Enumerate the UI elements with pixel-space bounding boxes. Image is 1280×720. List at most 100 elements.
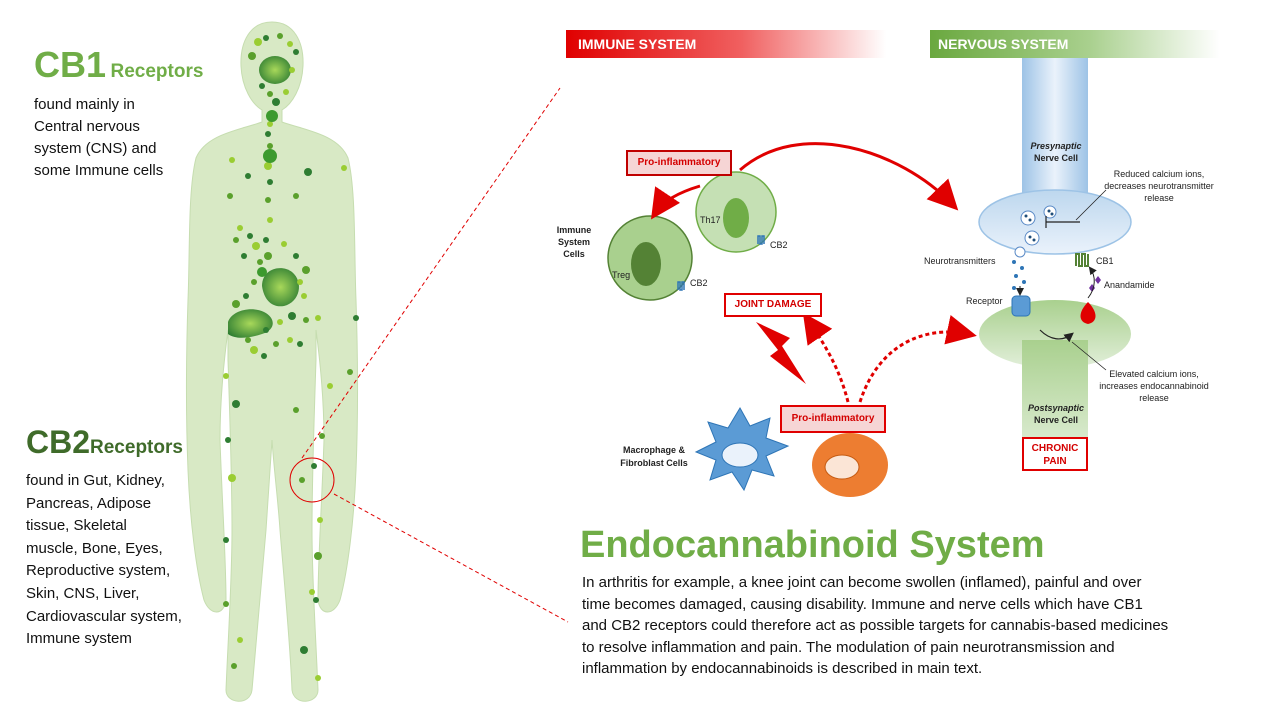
receptor-dot [265,131,271,137]
receptor-dot [247,233,253,239]
vesicles [1020,205,1057,246]
immune-cells-label-line: Immune [556,225,592,235]
receptor-dot [315,675,321,681]
receptor-dot [302,266,310,274]
human-body-figure [186,21,358,702]
cb2-suffix: Receptors [90,437,183,458]
receptor-dot [228,474,236,482]
ecs-body-line: inflammation by endocannabinoids is desc… [582,660,983,677]
pro-inflammatory-box-top: Pro-inflammatory [626,150,732,176]
ecs-body-line: time becomes damaged, causing disability… [582,595,1143,613]
cb2-receptor-icon [677,281,685,291]
immune-cells-label-line: Cells [563,249,585,259]
receptor-dot [241,253,247,259]
receptor-dot [317,517,323,523]
postsynaptic-label-line: Postsynaptic [1027,403,1085,413]
elevated-calcium-note: Elevated calcium ions, increases endocan… [1086,368,1222,404]
receptor-dot [248,52,256,60]
receptor-dot [277,319,283,325]
chronic-pain-box: CHRONIC PAIN [1022,437,1088,471]
knee-highlight-circle [289,457,335,503]
reduced-note-line: release [1144,193,1174,203]
receptor-dot [303,317,309,323]
receptor-dot [315,315,321,321]
cb1-label: CB1 [1096,256,1114,266]
receptor-dot [281,241,287,247]
receptor-dot [267,121,273,127]
receptor-cylinder [1011,295,1031,317]
anandamide-drop-icon [1080,302,1096,324]
cb2-line: Immune system [26,630,132,648]
ecs-body: In arthritis for example, a knee joint c… [582,572,1262,680]
neurotransmitters-label: Neurotransmitters [924,256,996,266]
receptor-dot [313,597,319,603]
receptor-dot [273,341,279,347]
receptor-dot [223,601,229,607]
pro-inflammatory-box-bottom: Pro-inflammatory [780,405,886,433]
cb2-receptor-icon [757,235,765,245]
cb2-line: tissue, Skeletal [26,517,127,535]
reduced-note-line: Reduced calcium ions, [1113,169,1205,179]
th17-nucleus [723,198,749,238]
ecs-body-line: and CB2 receptors could therefore act as… [582,617,1169,634]
ecs-body-line: to resolve inflammation and pain. The mo… [582,638,1115,656]
cb1-line: found mainly in [34,96,135,113]
receptor-dot [309,589,315,595]
receptor-dot [225,437,231,443]
receptor-dot [283,89,289,95]
immune-header-bg [566,30,886,58]
reduced-note-line: decreases neurotransmitter [1104,181,1214,191]
ecs-body-line: In arthritis for example, a knee joint c… [582,574,1142,591]
receptor-dot [264,162,272,170]
cb1-description: found mainly in Central nervous system (… [34,94,163,182]
immune-system-header: IMMUNE SYSTEM [578,36,697,52]
receptor-dot [254,38,262,46]
cb2-title: CB2 [26,424,91,460]
presynaptic-label: Presynaptic Nerve Cell [1016,140,1096,164]
receptor-dot [267,143,273,149]
receptor-dot [261,353,267,359]
arrow-to-nerve [739,142,959,211]
presynaptic-label-line: Presynaptic [1030,141,1082,151]
receptor-dot [263,327,269,333]
receptor-dot [301,293,307,299]
elevated-note-line: release [1139,393,1169,403]
cb2-heading: CB2Receptors [26,424,183,461]
stomach-organ [262,268,299,307]
arrow-to-postsynaptic [858,315,977,403]
macrophage-label-line: Macrophage & [622,445,685,455]
liver-organ [228,309,273,338]
arrow-to-joint-damage [802,312,850,403]
ecs-title: Endocannabinoid System [580,524,1045,566]
receptor-dots [223,33,359,681]
macrophage-nucleus [721,442,759,468]
th17-label: Th17 [700,215,721,225]
joint-damage-box: JOINT DAMAGE [724,293,822,317]
receptor-dot [259,83,265,89]
postsynaptic-label: Postsynaptic Nerve Cell [1016,402,1096,426]
cb1-heading: CB1 Receptors [34,44,203,86]
cb1-line: system (CNS) and [34,140,157,157]
macrophage-label-line: Fibroblast Cells [620,458,688,468]
receptor-dot [297,279,303,285]
receptor-dot [237,637,243,643]
receptor-dot [264,252,272,260]
receptor-dot [266,110,278,122]
receptor-dot [263,35,269,41]
receptor-label: Receptor [966,296,1003,306]
nervous-system-header: NERVOUS SYSTEM [938,36,1069,52]
receptor-dot [272,98,280,106]
fibroblast-nucleus [824,454,860,480]
receptor-dot [277,33,283,39]
lightning-bolt-icon [756,322,806,384]
macrophage-label: Macrophage & Fibroblast Cells [612,444,696,470]
cb2-label-treg: CB2 [690,278,708,288]
receptor-dot [257,267,267,277]
receptor-dot [223,537,229,543]
postsynaptic-label-line: Nerve Cell [1033,415,1079,425]
receptor-dot [327,383,333,389]
cb2-line: found in Gut, Kidney, [26,472,165,489]
receptor-dot [267,91,273,97]
zoom-line-top [301,87,561,459]
cb1-line: Central nervous [34,118,140,135]
